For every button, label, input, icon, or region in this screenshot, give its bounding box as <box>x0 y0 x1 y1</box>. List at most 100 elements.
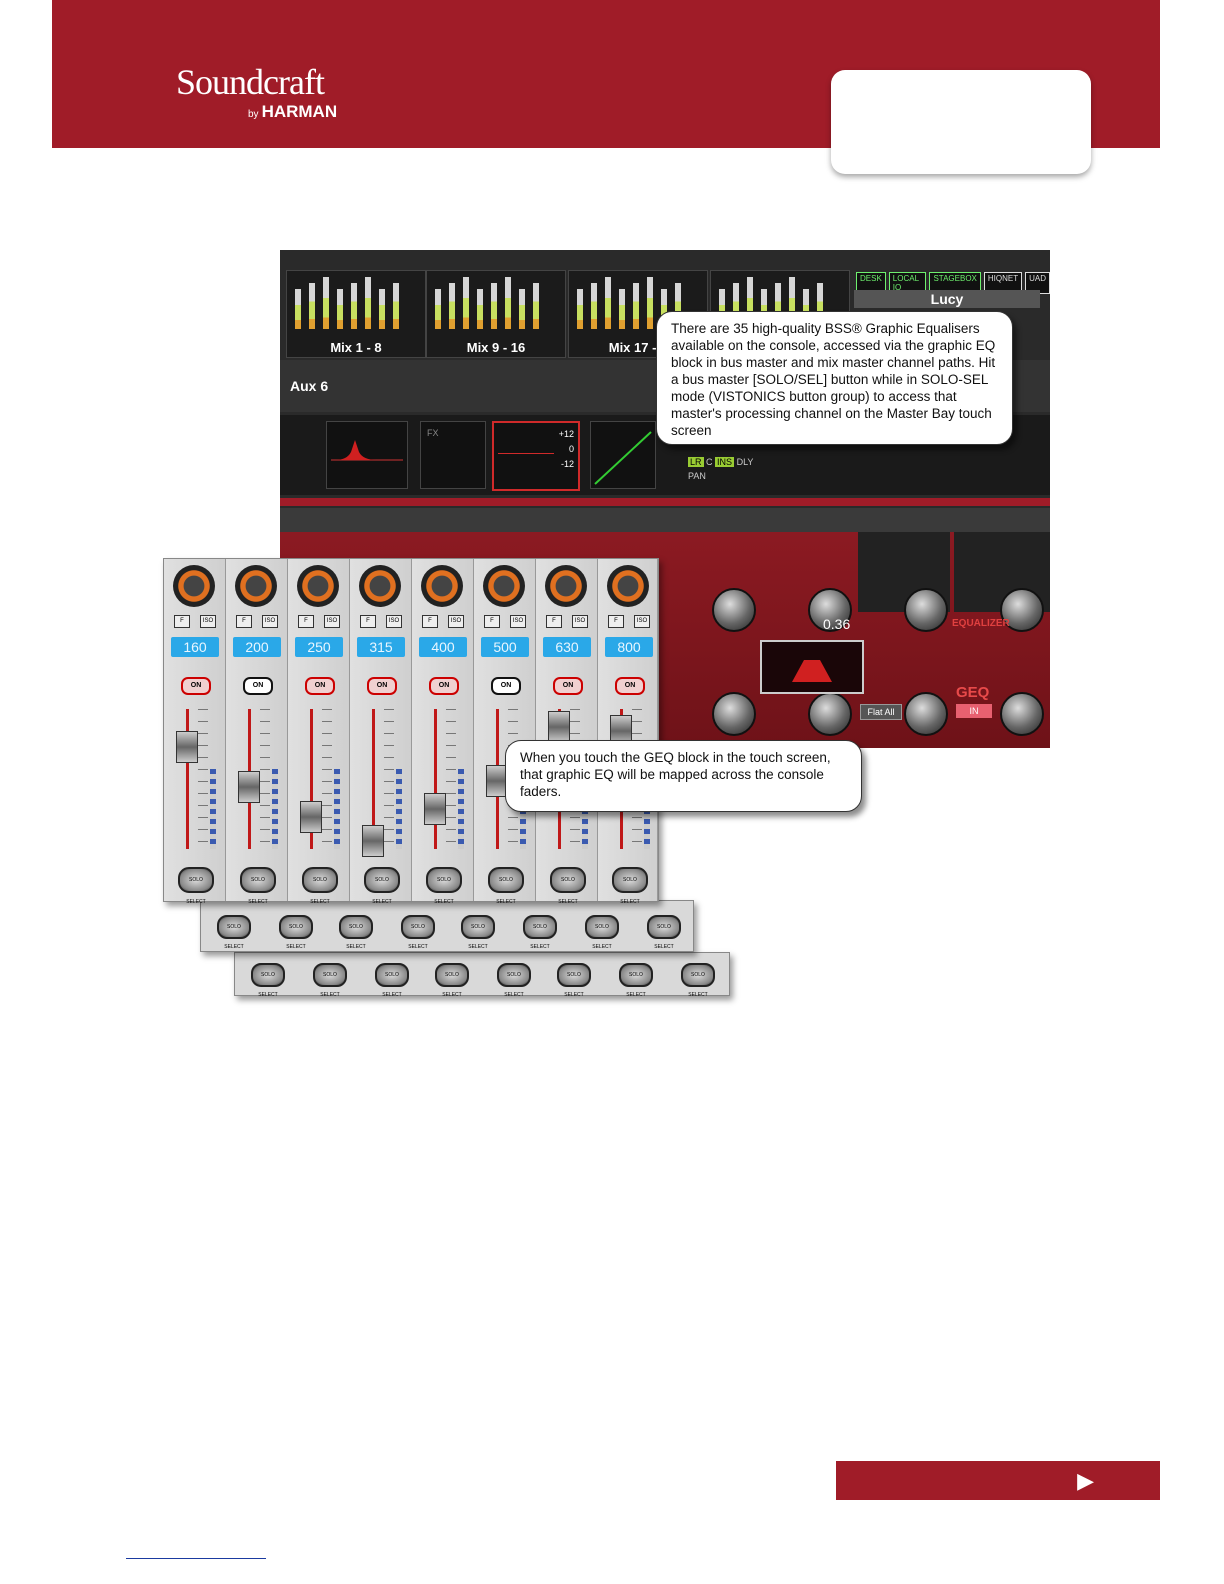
channel-strip: F ISO 400 ON SOLO SELECT <box>412 559 474 905</box>
on-button[interactable]: ON <box>305 677 335 695</box>
fader-handle[interactable] <box>238 771 260 803</box>
fader-handle[interactable] <box>424 793 446 825</box>
rotary-encoder[interactable] <box>173 565 215 607</box>
f-button[interactable]: F <box>608 615 624 628</box>
meter-panel-mix-1-8[interactable]: Mix 1 - 8 <box>286 270 426 358</box>
solo-select-button[interactable]: SOLO SELECT <box>279 915 313 950</box>
solo-select-button[interactable]: SOLO SELECT <box>550 867 586 905</box>
solo-select-button[interactable]: SOLO SELECT <box>497 963 531 998</box>
meter-bar <box>633 283 639 329</box>
iso-button[interactable]: ISO <box>572 615 588 628</box>
solo-select-button[interactable]: SOLO SELECT <box>488 867 524 905</box>
solo-select-button[interactable]: SOLO SELECT <box>339 915 373 950</box>
next-page-bar[interactable]: ▶ <box>836 1461 1160 1500</box>
fader-handle[interactable] <box>548 711 570 743</box>
aux-label: Aux 6 <box>290 378 329 394</box>
fx-label: FX <box>427 428 439 438</box>
equalizer-label: EQUALIZER <box>952 618 1010 629</box>
encoder-knob[interactable] <box>904 692 948 736</box>
callout-geq-mapping: When you touch the GEQ block in the touc… <box>505 740 862 812</box>
solo-select-button[interactable]: SOLO SELECT <box>612 867 648 905</box>
iso-button[interactable]: ISO <box>448 615 464 628</box>
rotary-encoder[interactable] <box>235 565 277 607</box>
status-local-io[interactable]: LOCAL IO <box>888 272 927 294</box>
solo-select-button[interactable]: SOLO SELECT <box>461 915 495 950</box>
f-button[interactable]: F <box>174 615 190 628</box>
meter-bar <box>775 283 781 329</box>
encoder-knob[interactable] <box>712 588 756 632</box>
footer-rule <box>126 1558 266 1559</box>
solo-select-button[interactable]: SOLO SELECT <box>426 867 462 905</box>
meter-bar <box>761 289 767 329</box>
on-button[interactable]: ON <box>243 677 273 695</box>
on-button[interactable]: ON <box>553 677 583 695</box>
solo-select-button[interactable]: SOLO SELECT <box>178 867 214 905</box>
solo-select-button[interactable]: SOLO SELECT <box>313 963 347 998</box>
encoder-knob[interactable] <box>808 588 852 632</box>
iso-button[interactable]: ISO <box>510 615 526 628</box>
flat-all-button[interactable]: Flat All <box>860 704 902 720</box>
solo-select-button[interactable]: SOLO SELECT <box>251 963 285 998</box>
iso-button[interactable]: ISO <box>200 615 216 628</box>
solo-select-button[interactable]: SOLO SELECT <box>681 963 715 998</box>
f-button[interactable]: F <box>360 615 376 628</box>
geq-in-button[interactable]: IN <box>956 704 992 718</box>
gain-scale-bottom: -12 <box>560 459 574 469</box>
fader-handle[interactable] <box>176 731 198 763</box>
rotary-encoder[interactable] <box>297 565 339 607</box>
rotary-encoder[interactable] <box>421 565 463 607</box>
meter-bar <box>393 283 399 329</box>
iso-button[interactable]: ISO <box>324 615 340 628</box>
solo-select-button[interactable]: SOLO SELECT <box>557 963 591 998</box>
on-button[interactable]: ON <box>181 677 211 695</box>
on-button[interactable]: ON <box>491 677 521 695</box>
solo-select-button[interactable]: SOLO SELECT <box>647 915 681 950</box>
on-button[interactable]: ON <box>367 677 397 695</box>
f-button[interactable]: F <box>422 615 438 628</box>
eq-block[interactable] <box>326 421 408 489</box>
fx-block[interactable]: FX <box>420 421 486 489</box>
geq-block[interactable]: +12 0 -12 <box>492 421 580 491</box>
meter-bar <box>533 283 539 329</box>
f-button[interactable]: F <box>236 615 252 628</box>
on-button[interactable]: ON <box>429 677 459 695</box>
solo-select-button[interactable]: SOLO SELECT <box>435 963 469 998</box>
user-name: Lucy <box>854 290 1040 308</box>
fader-handle[interactable] <box>300 801 322 833</box>
solo-select-button[interactable]: SOLO SELECT <box>619 963 653 998</box>
encoder-knob[interactable] <box>1000 588 1044 632</box>
routing-display[interactable]: LR C INS DLY PAN <box>688 457 753 481</box>
meter-bar <box>449 283 455 329</box>
solo-select-button[interactable]: SOLO SELECT <box>375 963 409 998</box>
solo-select-button[interactable]: SOLO SELECT <box>523 915 557 950</box>
solo-select-button[interactable]: SOLO SELECT <box>302 867 338 905</box>
rotary-encoder[interactable] <box>607 565 649 607</box>
level-meter <box>334 769 340 849</box>
solo-select-button[interactable]: SOLO SELECT <box>585 915 619 950</box>
encoder-knob[interactable] <box>808 692 852 736</box>
f-button[interactable]: F <box>484 615 500 628</box>
solo-select-button[interactable]: SOLO SELECT <box>240 867 276 905</box>
routing-c: C <box>706 457 713 467</box>
eq-curve-graphic <box>331 440 403 461</box>
iso-button[interactable]: ISO <box>386 615 402 628</box>
encoder-knob[interactable] <box>1000 692 1044 736</box>
solo-select-button[interactable]: SOLO SELECT <box>217 915 251 950</box>
encoder-knob[interactable] <box>904 588 948 632</box>
encoder-knob[interactable] <box>712 692 756 736</box>
iso-button[interactable]: ISO <box>634 615 650 628</box>
iso-button[interactable]: ISO <box>262 615 278 628</box>
solo-select-button[interactable]: SOLO SELECT <box>364 867 400 905</box>
f-button[interactable]: F <box>298 615 314 628</box>
solo-select-button[interactable]: SOLO SELECT <box>401 915 435 950</box>
rotary-encoder[interactable] <box>545 565 587 607</box>
on-button[interactable]: ON <box>615 677 645 695</box>
rotary-encoder[interactable] <box>359 565 401 607</box>
meter-bar <box>435 289 441 329</box>
meter-bar <box>803 289 809 329</box>
dynamics-block[interactable] <box>590 421 656 489</box>
rotary-encoder[interactable] <box>483 565 525 607</box>
f-button[interactable]: F <box>546 615 562 628</box>
fader-handle[interactable] <box>362 825 384 857</box>
meter-panel-mix-9-16[interactable]: Mix 9 - 16 <box>426 270 566 358</box>
